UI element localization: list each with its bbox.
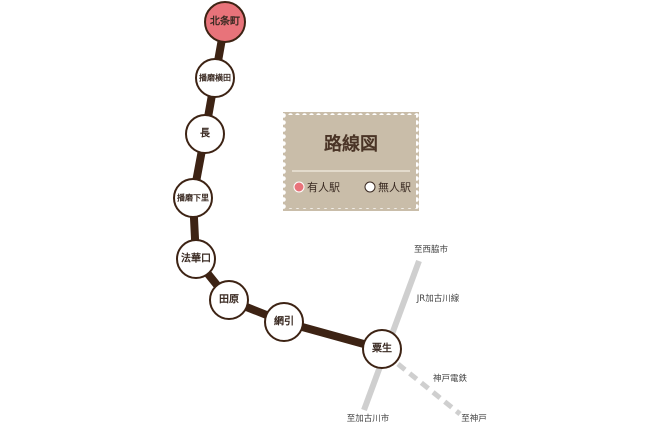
station[interactable]: 田原 [209,280,249,320]
station-name: 田原 [219,294,239,306]
jr-line-label: JR加古川線 [416,293,460,304]
legend-staffed: 有人駅 [307,180,340,194]
station-name: 粟生 [371,342,392,355]
station-name: 法華口 [181,252,211,265]
station-name: 播磨横田 [199,73,231,83]
kobe-line [396,362,462,416]
staffed-marker-icon [293,181,305,193]
kobe-line-label: 神戸電鉄 [433,373,468,384]
station[interactable]: 北条町 [204,1,246,43]
station[interactable]: 法華口 [176,239,216,279]
station-name: 網引 [274,315,294,328]
station[interactable]: 播磨横田 [195,58,235,98]
jr-north-label: 至西脇市 [414,244,449,255]
station-name: 播磨下里 [177,193,209,203]
legend-stamp: 路線図 有人駅 無人駅 [280,109,422,214]
station[interactable]: 長 [185,114,225,154]
jr-south-label: 至加古川市 [347,413,390,424]
kobe-dest-label: 至神戸 [461,413,487,424]
station[interactable]: 播磨下里 [173,178,213,218]
legend-title: 路線図 [324,133,378,155]
station-name: 北条町 [210,15,240,28]
station[interactable]: 粟生 [362,329,402,369]
station[interactable]: 網引 [264,302,304,342]
unstaffed-marker-icon [364,181,376,193]
legend-unstaffed: 無人駅 [378,180,411,194]
station-name: 長 [200,128,211,140]
